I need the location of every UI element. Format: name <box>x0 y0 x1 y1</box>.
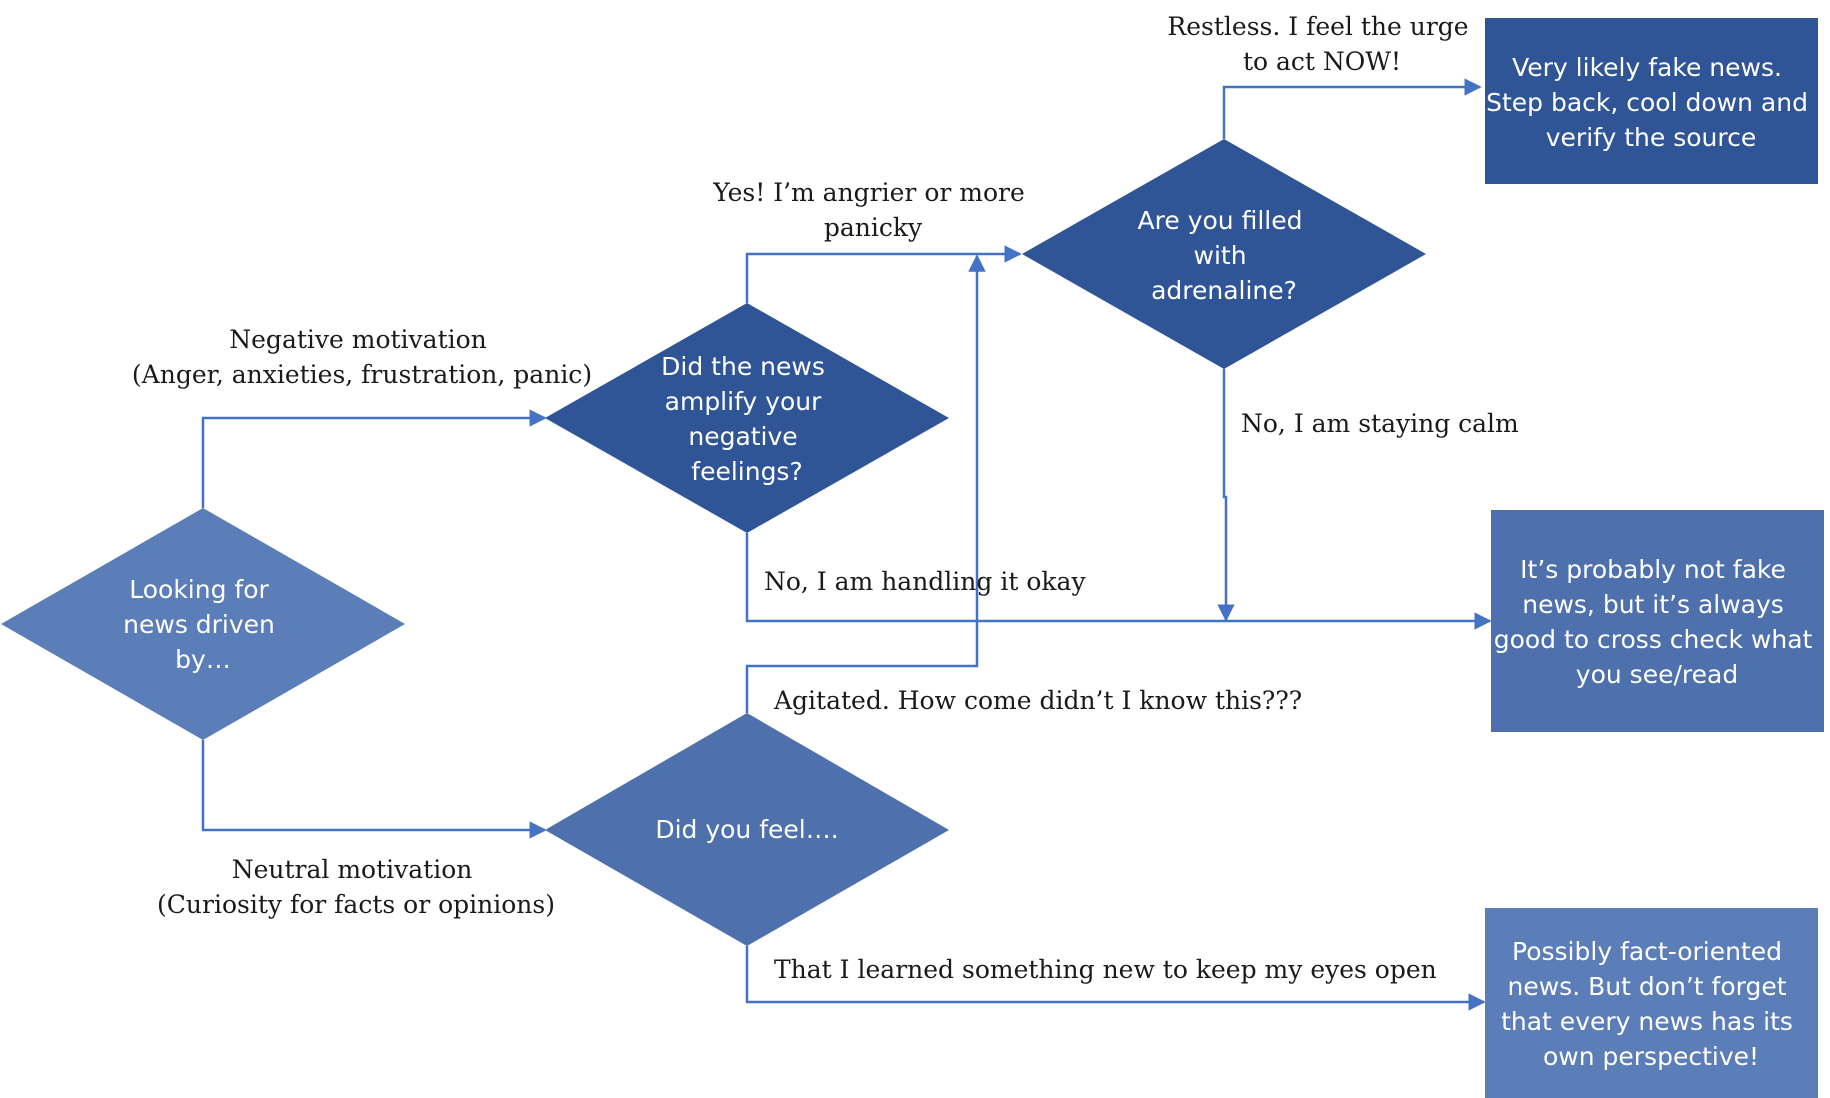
decision-start-line: news driven <box>123 610 275 639</box>
edge-label-yes-angrier-line: panicky <box>824 213 923 242</box>
decision-amplify-shape <box>545 303 949 533</box>
edge-label-handling-okay-line: No, I am handling it okay <box>764 567 1086 596</box>
decision-amplify: Did the news amplify your negative feeli… <box>545 303 949 533</box>
decision-start-shape <box>1 508 405 740</box>
outcome-fake-line: Step back, cool down and <box>1486 88 1808 117</box>
connectors <box>201 78 1492 1011</box>
outcome-fake-line: Very likely fake news. <box>1512 53 1782 82</box>
edge-label-yes-angrier-line: Yes! I’m angrier or more <box>712 178 1025 207</box>
outcome-fact-line: that every news has its <box>1501 1007 1793 1036</box>
edge-label-staying-calm: No, I am staying calm <box>1241 409 1519 438</box>
edge-label-learned: That I learned something new to keep my … <box>774 955 1437 984</box>
edge-start-to-feel <box>201 740 547 839</box>
edge-label-yes-angrier: Yes! I’m angrier or more panicky <box>712 178 1032 242</box>
outcome-fact-text: Possibly fact-oriented news. But don’t f… <box>1501 937 1801 1071</box>
edge-label-neutral-line: (Curiosity for facts or opinions) <box>157 890 555 919</box>
edge-feel-to-adrenaline <box>745 254 986 713</box>
decision-start-line: Looking for <box>129 575 269 604</box>
edge-label-negative-line: (Anger, anxieties, frustration, panic) <box>132 360 592 389</box>
outcome-fake-shape <box>1485 18 1818 184</box>
edge-adrenaline-to-not-fake <box>1217 369 1235 622</box>
edge-label-neutral: Neutral motivation (Curiosity for facts … <box>157 855 555 919</box>
outcome-not-fake-line: It’s probably not fake <box>1520 555 1786 584</box>
decision-adrenaline-shape <box>1022 139 1426 369</box>
edge-label-neutral-line: Neutral motivation <box>232 855 473 884</box>
edge-label-staying-calm-line: No, I am staying calm <box>1241 409 1519 438</box>
edge-label-negative: Negative motivation (Anger, anxieties, f… <box>132 325 592 389</box>
edge-feel-to-fact <box>745 946 1486 1011</box>
edge-label-negative-line: Negative motivation <box>229 325 487 354</box>
edge-label-agitated-line: Agitated. How come didn’t I know this??? <box>773 686 1302 715</box>
decision-feel-shape <box>545 713 949 946</box>
outcome-not-fake-line: news, but it’s always <box>1522 590 1784 619</box>
edge-label-agitated: Agitated. How come didn’t I know this??? <box>773 686 1302 715</box>
decision-adrenaline-line: Are you filled <box>1138 206 1303 235</box>
edge-adrenaline-to-fake <box>1222 78 1482 139</box>
outcome-not-fake-line: you see/read <box>1576 660 1738 689</box>
outcome-fact-shape <box>1485 908 1818 1098</box>
outcome-not-fake-shape <box>1491 510 1824 732</box>
outcome-not-fake-text: It’s probably not fake news, but it’s al… <box>1494 555 1821 689</box>
edge-start-to-amplify <box>201 409 547 508</box>
outcome-fact-line: news. But don’t forget <box>1508 972 1787 1001</box>
decision-amplify-line: negative <box>688 422 797 451</box>
decision-feel: Did you feel…. <box>545 713 949 946</box>
outcome-fake-text: Very likely fake news. Step back, cool d… <box>1486 53 1816 152</box>
edge-label-restless-line: to act NOW! <box>1243 47 1401 76</box>
decision-adrenaline-line: adrenaline? <box>1151 276 1297 305</box>
outcome-fact: Possibly fact-oriented news. But don’t f… <box>1485 908 1818 1098</box>
decision-feel-text: Did you feel…. <box>655 815 838 844</box>
outcome-fact-line: Possibly fact-oriented <box>1512 937 1782 966</box>
outcome-not-fake: It’s probably not fake news, but it’s al… <box>1491 510 1824 732</box>
edge-label-restless-line: Restless. I feel the urge <box>1167 12 1468 41</box>
decision-amplify-line: amplify your <box>665 387 822 416</box>
edge-amplify-to-not-fake <box>745 533 1492 630</box>
edge-amplify-to-adrenaline <box>745 245 1022 303</box>
decision-adrenaline: Are you filled with adrenaline? <box>1022 139 1426 369</box>
decision-amplify-text: Did the news amplify your negative feeli… <box>661 352 833 486</box>
decision-amplify-line: Did the news <box>661 352 825 381</box>
edge-label-restless: Restless. I feel the urge to act NOW! <box>1167 12 1476 76</box>
decision-start: Looking for news driven by… <box>1 508 405 740</box>
outcome-not-fake-line: good to cross check what <box>1494 625 1813 654</box>
edge-label-handling-okay: No, I am handling it okay <box>764 567 1086 596</box>
outcome-fact-line: own perspective! <box>1543 1042 1759 1071</box>
decision-start-text: Looking for news driven by… <box>123 575 283 674</box>
decision-feel-line: Did you feel…. <box>655 815 838 844</box>
decision-amplify-line: feelings? <box>691 457 802 486</box>
edge-label-learned-line: That I learned something new to keep my … <box>774 955 1437 984</box>
decision-start-line: by… <box>175 645 231 674</box>
outcome-fake: Very likely fake news. Step back, cool d… <box>1485 18 1818 184</box>
decision-adrenaline-text: Are you filled with adrenaline? <box>1138 206 1311 305</box>
decision-adrenaline-line: with <box>1194 241 1247 270</box>
outcome-fake-line: verify the source <box>1546 123 1757 152</box>
